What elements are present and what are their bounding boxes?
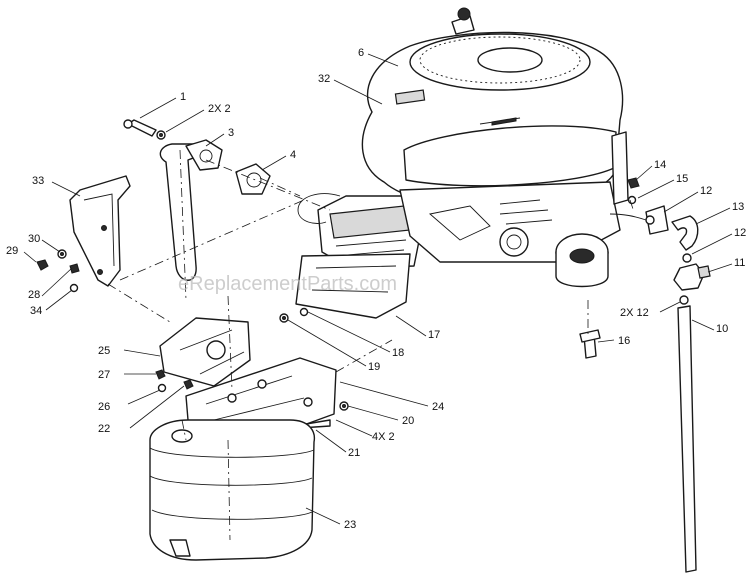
callout-20: 20 [402,415,414,427]
callout-29: 29 [6,245,18,257]
callout-33: 33 [32,175,44,187]
leader-lines [23,53,733,525]
callout-2x2: 2X 2 [208,103,231,115]
callout-2x12: 2X 12 [620,307,649,319]
callout-25: 25 [98,345,110,357]
clamp-12-lower [682,253,692,263]
callout-18: 18 [392,347,404,359]
nut-27 [155,369,166,380]
washer-26 [157,383,167,393]
elbow-13 [671,215,699,251]
callout-23: 23 [344,519,356,531]
washer-2 [156,130,166,140]
exhaust-pipe-3 [159,139,271,281]
muffler-23 [149,419,316,561]
callout-12-lower: 12 [734,227,746,239]
nut-28 [69,263,80,274]
callout-13: 13 [732,201,744,213]
bracket-25 [159,317,251,387]
callout-30: 30 [28,233,40,245]
callout-4x2: 4X 2 [372,431,395,443]
callout-15: 15 [676,173,688,185]
callout-34: 34 [30,305,42,317]
callout-6: 6 [358,47,364,59]
callout-22: 22 [98,423,110,435]
heat-shield-33 [69,175,131,287]
callout-19: 19 [368,361,380,373]
guard-plate-17 [295,253,411,319]
fuel-filter-12 [645,205,669,235]
callout-4: 4 [290,149,296,161]
engine-assembly [297,7,647,288]
drain-hose-10 [677,305,697,573]
bolt-1 [123,119,157,137]
callout-21: 21 [348,447,360,459]
valve-11 [673,263,711,291]
assembly-axes [107,149,635,541]
callout-24: 24 [432,401,444,413]
callout-10: 10 [716,323,728,335]
washer-20 [339,401,349,411]
callout-11: 11 [734,257,745,269]
callout-3: 3 [228,127,234,139]
watermark-text: eReplacementParts.com [178,273,397,295]
callout-14: 14 [654,159,666,171]
washer-18 [299,307,309,317]
callout-1: 1 [180,91,186,103]
callout-labels: 1 2X 2 3 4 6 32 33 30 29 28 34 14 15 12 … [6,47,746,531]
nut-29 [36,259,49,271]
callout-12-upper: 12 [700,185,712,197]
callout-26: 26 [98,401,110,413]
nut-14 [627,177,640,189]
callout-32: 32 [318,73,330,85]
washer-34 [69,283,79,293]
bolt-16 [579,329,601,359]
callout-16: 16 [618,335,630,347]
clamp-2x12 [679,295,689,305]
callout-27: 27 [98,369,110,381]
callout-28: 28 [28,289,40,301]
bracket-24 [185,357,337,435]
washer-15 [627,195,637,205]
bolt-19 [279,313,289,323]
callout-17: 17 [428,329,440,341]
nut-22 [183,379,194,390]
